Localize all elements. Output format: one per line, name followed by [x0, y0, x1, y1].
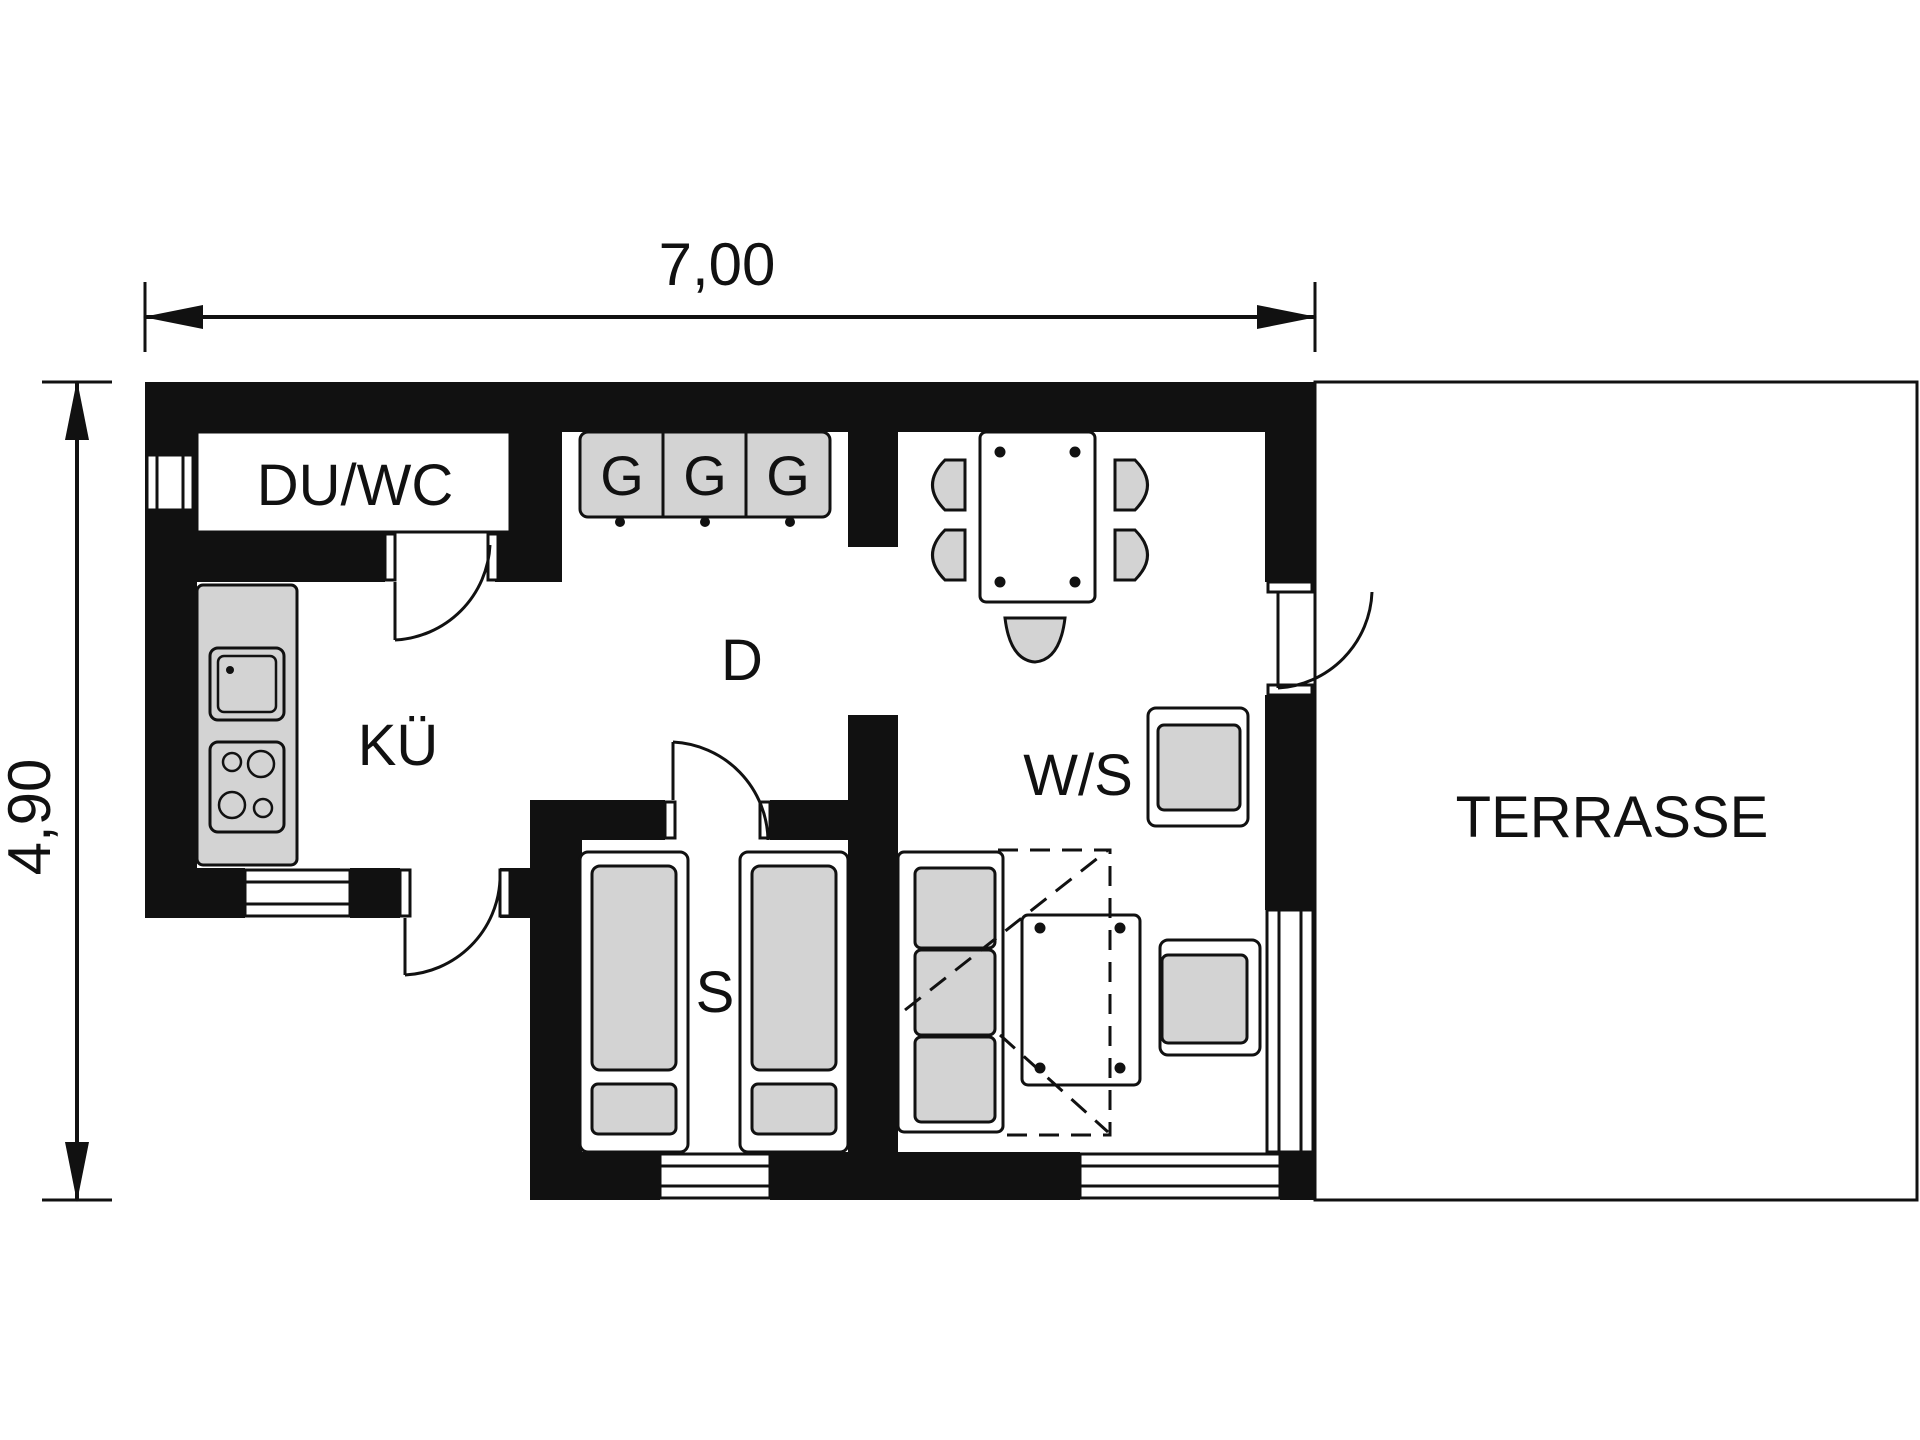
terrace-label: TERRASSE	[1456, 785, 1769, 850]
width-dimension: 7,00	[143, 231, 1317, 352]
depth-dimension: 4,90	[0, 380, 112, 1202]
stove-icon	[208, 740, 286, 834]
hallway-label: D	[721, 628, 763, 693]
bathroom: DU/WC	[195, 430, 512, 534]
cabinet-label: G	[766, 444, 810, 507]
dining-set	[931, 430, 1149, 664]
width-label: 7,00	[659, 231, 776, 298]
bathroom-label: DU/WC	[257, 453, 454, 518]
kitchen-label: KÜ	[358, 713, 439, 778]
living-furniture	[896, 706, 1262, 1137]
doors	[383, 532, 1374, 977]
terrace	[1313, 380, 1919, 1202]
cabinets: G G G	[578, 430, 832, 527]
kitchen-counter	[195, 583, 299, 867]
bedroom-label: S	[696, 960, 735, 1025]
cabinet-label: G	[600, 444, 644, 507]
depth-label: 4,90	[0, 759, 63, 876]
living-label: W/S	[1023, 743, 1133, 808]
sink-icon	[208, 646, 286, 722]
cabinet-label: G	[683, 444, 727, 507]
windows	[145, 453, 1315, 1200]
bedroom-beds	[578, 850, 850, 1154]
